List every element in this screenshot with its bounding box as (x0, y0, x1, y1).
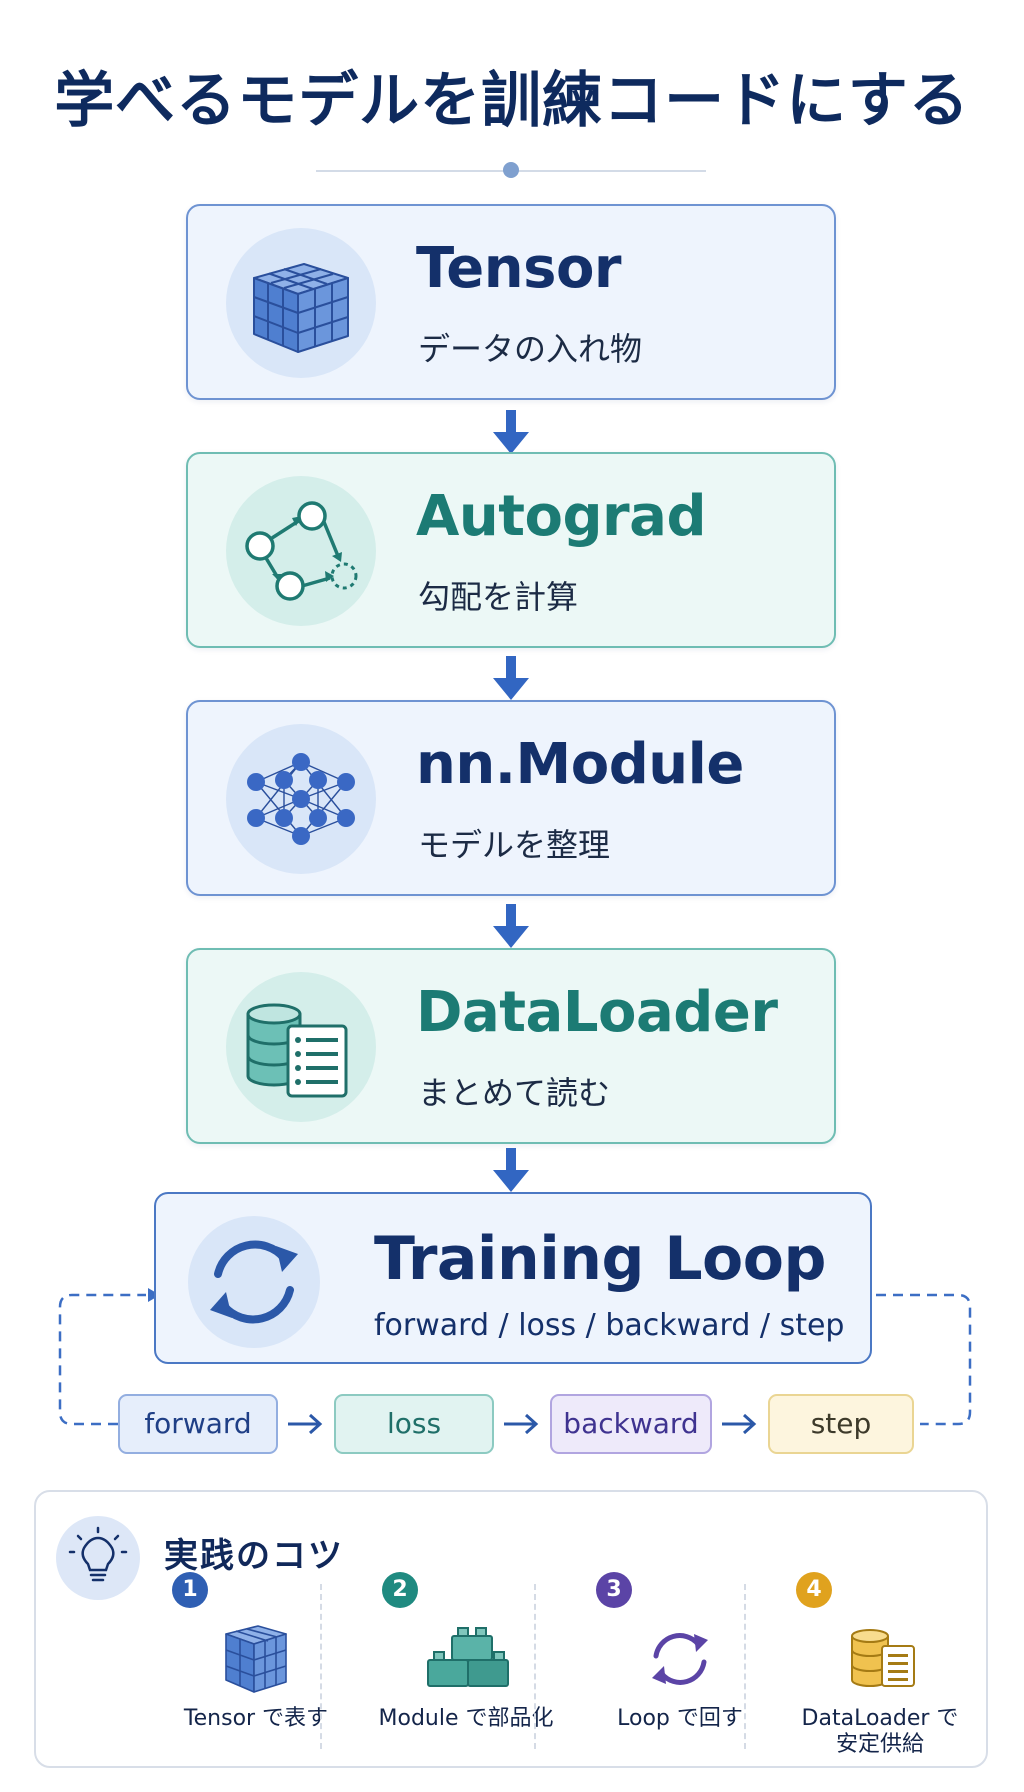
tip-number: 4 (796, 1572, 832, 1608)
blocks-icon (427, 1627, 509, 1687)
tip-label: DataLoader で 安定供給 (801, 1706, 959, 1757)
tip-label: Module で部品化 (378, 1706, 554, 1731)
training-loop-subtitle: forward / loss / backward / step (374, 1308, 845, 1343)
down-arrow-icon (493, 904, 529, 948)
arrow-right-icon (504, 1413, 539, 1435)
stage-subtitle: まとめて読む (418, 1074, 611, 1112)
stage-subtitle: 勾配を計算 (418, 578, 579, 616)
arrow-right-icon (722, 1413, 757, 1435)
tip-number: 3 (596, 1572, 632, 1608)
stage-title: Autograd (416, 484, 707, 549)
cycle-icon (188, 1216, 320, 1348)
arrow-right-icon (288, 1413, 323, 1435)
tip-label: Tensor で表す (183, 1706, 329, 1731)
graph-icon (226, 476, 376, 626)
title-divider-dot (503, 162, 519, 178)
step-pill-loss: loss (334, 1394, 494, 1454)
stage-nn-module: nn.Module モデルを整理 (186, 700, 836, 896)
database-icon (226, 972, 376, 1122)
training-loop-box: Training Loop forward / loss / backward … (154, 1192, 872, 1364)
tips-panel: 実践のコツ 1 Tensor で表す 2 (34, 1490, 988, 1768)
cycle-icon (652, 1633, 708, 1685)
step-pill-backward: backward (550, 1394, 712, 1454)
stage-subtitle: データの入れ物 (418, 330, 643, 368)
tip-item: 4 DataLoader で 安定供給 (780, 1572, 980, 1757)
stage-subtitle: モデルを整理 (418, 826, 611, 864)
stage-dataloader: DataLoader まとめて読む (186, 948, 836, 1144)
network-icon (226, 724, 376, 874)
tip-item: 3 Loop で回す (580, 1572, 780, 1752)
page-title: 学べるモデルを訓練コードにする (54, 66, 970, 136)
stage-title: Tensor (416, 236, 622, 301)
cube-icon (226, 228, 376, 378)
down-arrow-icon (493, 410, 529, 454)
tips-divider (534, 1584, 536, 1749)
tip-item: 2 Module で部品化 (366, 1572, 566, 1752)
step-pill-forward: forward (118, 1394, 278, 1454)
stage-title: DataLoader (416, 980, 778, 1045)
step-pill-step: step (768, 1394, 914, 1454)
down-arrow-icon (493, 1148, 529, 1192)
stage-autograd: Autograd 勾配を計算 (186, 452, 836, 648)
lightbulb-icon (56, 1516, 140, 1600)
tips-divider (320, 1584, 322, 1749)
tips-title: 実践のコツ (164, 1536, 344, 1576)
stage-title: nn.Module (416, 732, 744, 797)
training-loop-title: Training Loop (374, 1224, 826, 1294)
down-arrow-icon (493, 656, 529, 700)
cube-icon (225, 1625, 287, 1693)
tip-number: 2 (382, 1572, 418, 1608)
tip-item: 1 Tensor で表す (156, 1572, 356, 1752)
database-icon (851, 1629, 915, 1687)
tip-number: 1 (172, 1572, 208, 1608)
stage-tensor: Tensor データの入れ物 (186, 204, 836, 400)
tips-divider (744, 1584, 746, 1749)
tip-label: Loop で回す (617, 1706, 743, 1731)
